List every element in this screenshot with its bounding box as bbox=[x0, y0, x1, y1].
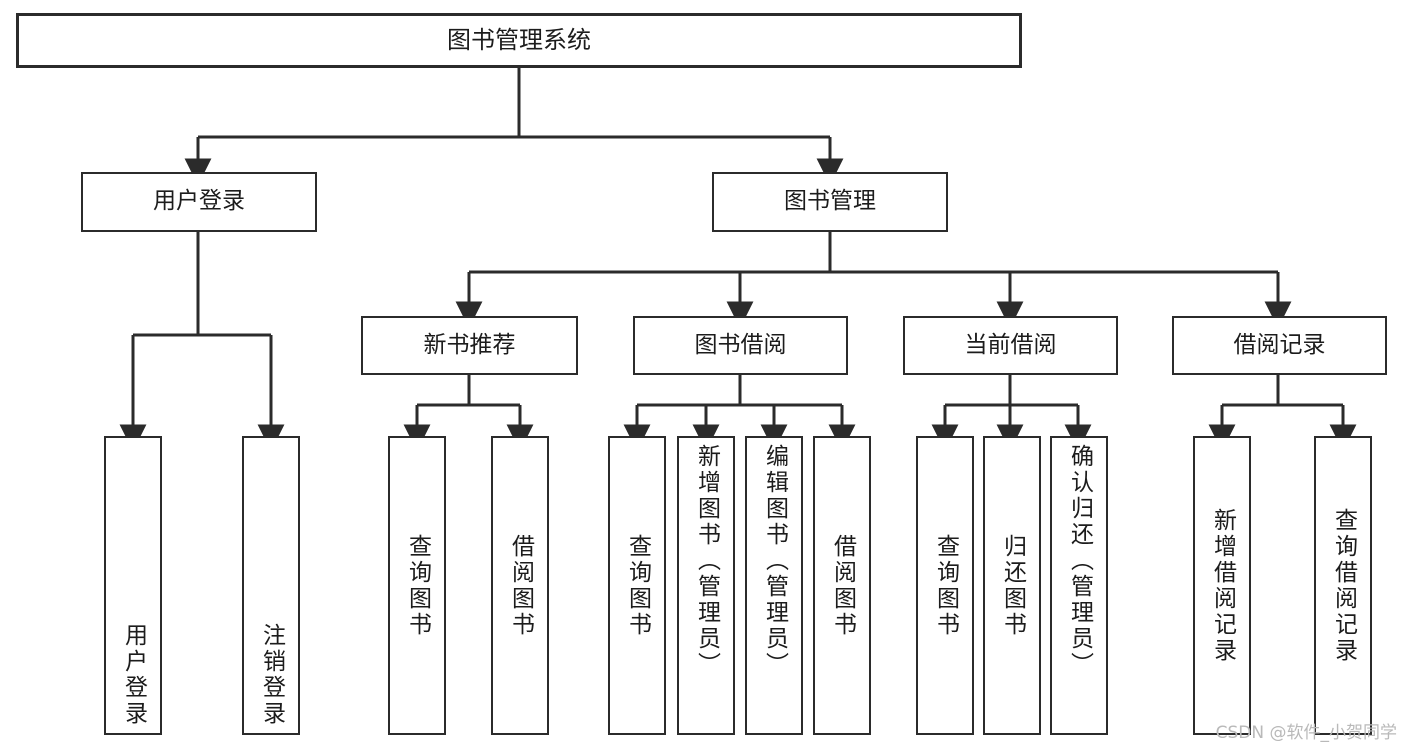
node-label: 图书管理系统 bbox=[447, 26, 591, 55]
node-label: 注销登录 bbox=[258, 623, 285, 727]
leaf-edit-book-admin[interactable]: 编辑图书（管理员） bbox=[745, 436, 803, 735]
node-label: 归还图书 bbox=[999, 533, 1026, 638]
leaf-borrow-books-recommend[interactable]: 借阅图书 bbox=[491, 436, 549, 735]
node-label: 用户登录 bbox=[153, 188, 245, 215]
node-user-login[interactable]: 用户登录 bbox=[81, 172, 317, 232]
watermark: CSDN @软件_小贺同学 bbox=[1215, 723, 1397, 743]
leaf-user-login[interactable]: 用户登录 bbox=[104, 436, 162, 735]
node-label: 借阅图书 bbox=[507, 533, 534, 638]
node-label: 查询图书 bbox=[624, 533, 651, 638]
leaf-confirm-return-admin[interactable]: 确认归还（管理员） bbox=[1050, 436, 1108, 735]
node-label: 借阅图书 bbox=[829, 533, 856, 638]
node-label: 查询图书 bbox=[932, 533, 959, 638]
node-label: 查询图书 bbox=[404, 533, 431, 638]
node-book-borrow[interactable]: 图书借阅 bbox=[633, 316, 848, 375]
node-label: 编辑图书（管理员） bbox=[761, 444, 788, 678]
node-label: 用户登录 bbox=[120, 623, 147, 727]
node-label: 新增借阅记录 bbox=[1209, 507, 1236, 664]
leaf-add-book-admin[interactable]: 新增图书（管理员） bbox=[677, 436, 735, 735]
node-label: 图书管理 bbox=[784, 188, 876, 215]
leaf-add-borrow-record[interactable]: 新增借阅记录 bbox=[1193, 436, 1251, 735]
node-label: 查询借阅记录 bbox=[1330, 507, 1357, 664]
leaf-query-books-current[interactable]: 查询图书 bbox=[916, 436, 974, 735]
node-label: 确认归还（管理员） bbox=[1066, 444, 1093, 678]
node-current-borrow[interactable]: 当前借阅 bbox=[903, 316, 1118, 375]
node-root-system[interactable]: 图书管理系统 bbox=[16, 13, 1022, 68]
leaf-query-books-borrow[interactable]: 查询图书 bbox=[608, 436, 666, 735]
node-borrow-records[interactable]: 借阅记录 bbox=[1172, 316, 1387, 375]
leaf-borrow-books[interactable]: 借阅图书 bbox=[813, 436, 871, 735]
node-label: 当前借阅 bbox=[964, 331, 1057, 358]
node-new-book-recommend[interactable]: 新书推荐 bbox=[361, 316, 578, 375]
leaf-query-books-recommend[interactable]: 查询图书 bbox=[388, 436, 446, 735]
leaf-query-borrow-record[interactable]: 查询借阅记录 bbox=[1314, 436, 1372, 735]
node-label: 借阅记录 bbox=[1233, 331, 1326, 358]
leaf-logout[interactable]: 注销登录 bbox=[242, 436, 300, 735]
leaf-return-books[interactable]: 归还图书 bbox=[983, 436, 1041, 735]
node-book-management[interactable]: 图书管理 bbox=[712, 172, 948, 232]
node-label: 图书借阅 bbox=[694, 331, 787, 358]
node-label: 新增图书（管理员） bbox=[693, 444, 720, 678]
node-label: 新书推荐 bbox=[423, 331, 516, 358]
